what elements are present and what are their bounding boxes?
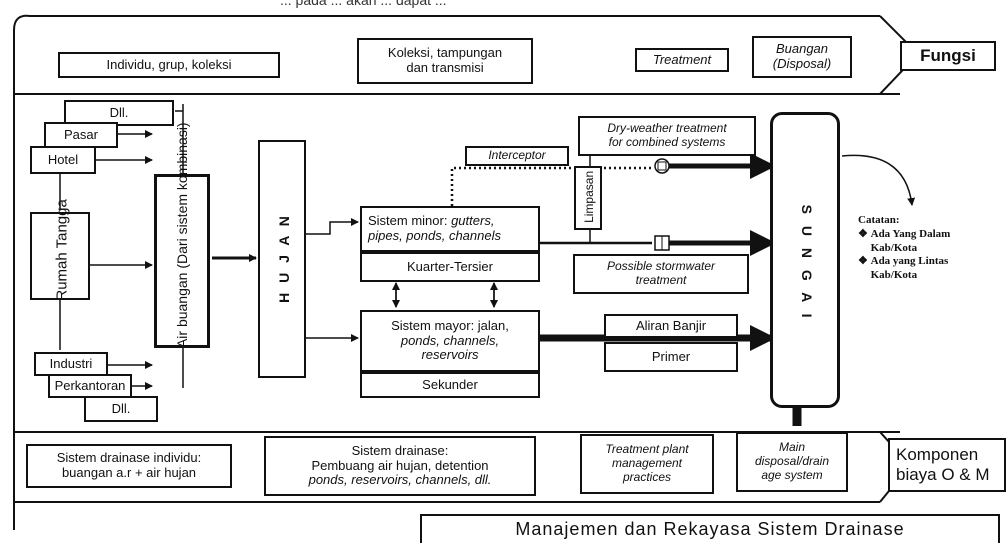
komponen-line1: Komponen	[896, 445, 979, 465]
hujan-label: H U J A N	[275, 213, 292, 303]
sistem-minor-line1: Sistem minor:	[368, 213, 452, 229]
hujan-box: H U J A N	[258, 140, 306, 378]
catatan-item1-line2: Kab/Kota	[870, 241, 918, 254]
footer-title: Manajemen dan Rekayasa Sistem Drainase	[420, 514, 1000, 543]
air-buangan-label: Air buangan (Dari sistem kombinasi)	[173, 122, 190, 349]
top-koleksi-line1: Koleksi, tampungan	[387, 45, 503, 61]
bottom-individu-box: Sistem drainase individu: buangan a.r + …	[26, 444, 232, 488]
sekunder-box: Sekunder	[360, 372, 540, 398]
top-buangan-line2: (Disposal)	[772, 56, 832, 71]
interceptor-box: Interceptor	[465, 146, 569, 166]
bottom-treatment-line3: practices	[622, 469, 672, 484]
limpasan-box: Limpasan	[574, 166, 602, 230]
bottom-individu-line2: buangan a.r + air hujan	[61, 465, 197, 480]
dry-weather-box: Dry-weather treatment for combined syste…	[578, 116, 756, 156]
sistem-mayor-line1: Sistem mayor: jalan,	[391, 317, 509, 333]
rumah-tangga-label: Rumah Tangga	[53, 199, 71, 301]
sistem-mayor-line2: ponds, channels,	[400, 332, 500, 348]
catatan-title: Catatan:	[858, 214, 900, 226]
bottom-main-box: Main disposal/drain age system	[736, 432, 848, 492]
bottom-treatment-line1: Treatment plant	[605, 442, 689, 457]
bottom-drainase-line3: ponds, reservoirs, channels, dll.	[308, 472, 492, 488]
catatan-item2-line2: Kab/Kota	[870, 269, 918, 281]
air-buangan-box: Air buangan (Dari sistem kombinasi)	[154, 122, 210, 349]
source-pasar: Pasar	[44, 122, 118, 148]
bottom-individu-line1: Sistem drainase individu:	[56, 450, 202, 466]
bottom-drainase-line1: Sistem drainase:	[351, 442, 449, 458]
catatan-item2-line1: Ada yang Lintas	[870, 255, 949, 268]
source-rumah-tangga: Rumah Tangga	[30, 199, 90, 301]
primer-box: Primer	[604, 342, 738, 372]
possible-line2: treatment	[635, 273, 687, 287]
source-industri: Industri	[34, 352, 108, 376]
bottom-treatment-line2: management	[611, 456, 683, 471]
source-hotel: Hotel	[30, 146, 96, 174]
kuarter-tersier-box: Kuarter-Tersier	[360, 252, 540, 282]
top-buangan-line1: Buangan	[775, 41, 829, 57]
sistem-mayor-line3: reservoirs	[421, 347, 479, 363]
catatan-item1-line1: Ada Yang Dalam	[870, 227, 951, 240]
limpasan-label: Limpasan	[582, 170, 597, 223]
top-koleksi-box: Koleksi, tampungan dan transmisi	[357, 38, 533, 84]
aliran-banjir-box: Aliran Banjir	[604, 314, 738, 338]
bottom-drainase-box: Sistem drainase: Pembuang air hujan, det…	[264, 436, 536, 496]
top-buangan-box: Buangan (Disposal)	[752, 36, 852, 78]
bottom-main-line1: Main	[778, 440, 805, 455]
dry-weather-line1: Dry-weather treatment	[607, 121, 727, 136]
fungsi-box: Fungsi	[900, 41, 996, 71]
bottom-drainase-line2: Pembuang air hujan, detention	[311, 457, 489, 473]
sistem-minor-line2: pipes, ponds, channels	[368, 228, 501, 243]
source-dll-top: Dll.	[64, 100, 174, 126]
possible-line1: Possible stormwater	[606, 259, 716, 274]
komponen-box: Komponen biaya O & M	[888, 438, 1006, 492]
sistem-mayor-box: Sistem mayor: jalan, ponds, channels, re…	[360, 310, 540, 372]
diamond-icon: ❖	[858, 227, 871, 240]
komponen-line2: biaya O & M	[896, 465, 990, 484]
sungai-box: S U N G A I	[770, 112, 840, 408]
bottom-treatment-box: Treatment plant management practices	[580, 434, 714, 494]
bottom-main-line2: disposal/drain	[754, 454, 830, 469]
dry-weather-line2: for combined systems	[608, 135, 726, 149]
top-individu-box: Individu, grup, koleksi	[58, 52, 280, 78]
bottom-main-line3: age system	[761, 467, 823, 482]
source-perkantoran: Perkantoran	[48, 374, 132, 398]
possible-stormwater-box: Possible stormwater treatment	[573, 254, 749, 294]
sistem-minor-box: Sistem minor: gutters, pipes, ponds, cha…	[360, 206, 540, 252]
top-koleksi-line2: dan transmisi	[406, 60, 484, 75]
source-dll-bottom: Dll.	[84, 396, 158, 422]
top-treatment-box: Treatment	[635, 48, 729, 72]
sungai-label: S U N G A I	[799, 204, 816, 322]
sistem-minor-line1-italic: gutters,	[451, 213, 495, 229]
diamond-icon: ❖	[858, 255, 871, 268]
top-caption: ... pada ... akan ... dapat ...	[280, 0, 447, 8]
